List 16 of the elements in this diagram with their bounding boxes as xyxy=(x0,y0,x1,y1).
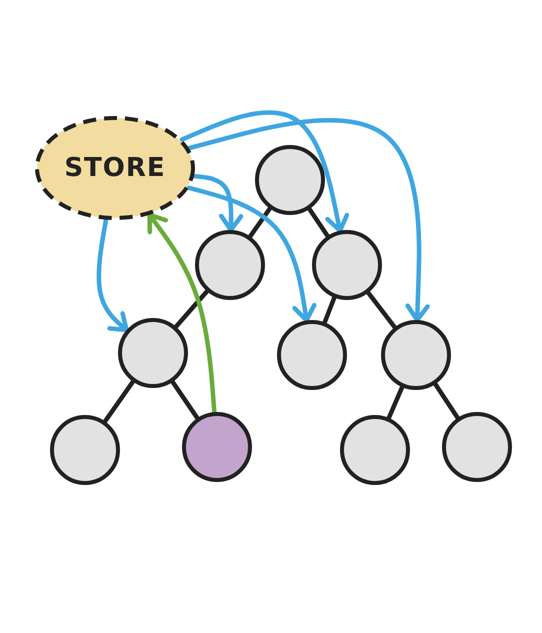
curved-arrow xyxy=(192,174,244,232)
tree-branch-line xyxy=(433,382,460,420)
tree-branch-line xyxy=(307,206,330,238)
curved-arrow xyxy=(186,186,317,323)
tree-branch-line xyxy=(174,289,210,329)
tree-branch-line xyxy=(102,379,136,424)
curved-arrow xyxy=(180,110,350,233)
tree-branch-line xyxy=(248,206,272,239)
curved-arrow xyxy=(96,217,129,332)
tree-branch-line xyxy=(170,380,200,420)
tree-branch-line xyxy=(322,295,337,325)
curved-arrow xyxy=(147,212,217,414)
tree-branch-line xyxy=(386,384,404,420)
tree-branch-line xyxy=(366,290,397,330)
curved-arrow xyxy=(186,118,430,322)
store-label: STORE xyxy=(63,153,167,183)
